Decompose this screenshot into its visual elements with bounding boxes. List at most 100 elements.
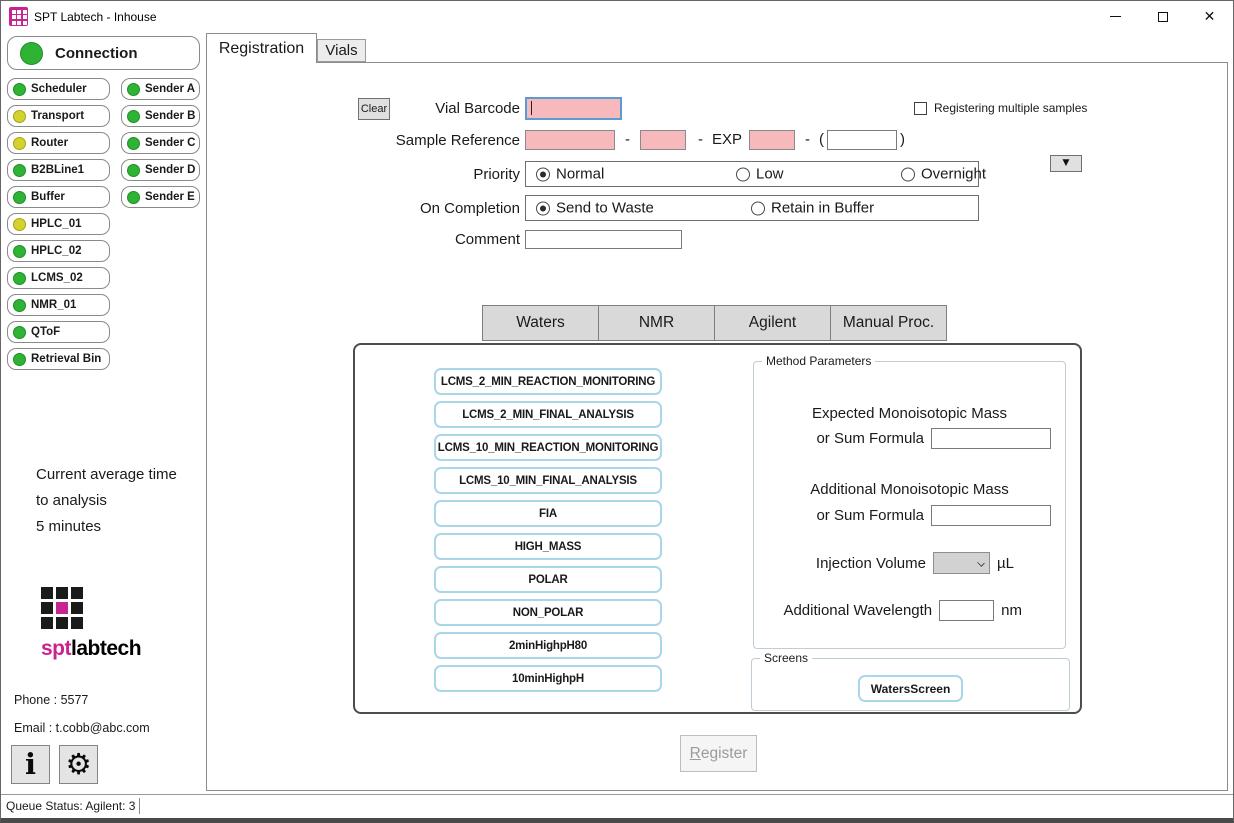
sender-sender-e[interactable]: Sender E	[121, 186, 200, 208]
sender-sender-c[interactable]: Sender C	[121, 132, 200, 154]
connection-status-dot	[20, 41, 43, 65]
radio-label: Normal	[556, 165, 605, 183]
status-dot	[13, 325, 26, 339]
status-dot	[127, 109, 140, 123]
info-button[interactable]: ℹ	[11, 745, 50, 784]
status-dot	[13, 109, 26, 123]
method-button-non-polar[interactable]: NON_POLAR	[434, 599, 662, 626]
radio-icon	[751, 201, 765, 215]
additional-mass-input[interactable]	[931, 505, 1051, 526]
pill-label: Scheduler	[31, 83, 87, 95]
sender-sender-a[interactable]: Sender A	[121, 78, 200, 100]
device-retrieval-bin[interactable]: Retrieval Bin	[7, 348, 110, 370]
vial-barcode-label: Vial Barcode	[435, 100, 520, 117]
pill-label: Transport	[31, 110, 85, 122]
pill-label: B2BLine1	[31, 164, 85, 176]
on-completion-option-retain-in-buffer[interactable]: Retain in Buffer	[751, 200, 874, 217]
method-button-lcms-2-min-final-analysis[interactable]: LCMS_2_MIN_FINAL_ANALYSIS	[434, 401, 662, 428]
sample-reference-row: - - EXP - ( )	[525, 129, 905, 150]
device-nmr-01[interactable]: NMR_01	[7, 294, 110, 316]
status-dot	[13, 163, 26, 177]
paren-open-text: (	[819, 131, 825, 148]
method-parameters-legend: Method Parameters	[762, 354, 876, 368]
device-scheduler[interactable]: Scheduler	[7, 78, 110, 100]
pill-label: NMR_01	[31, 299, 77, 311]
priority-option-overnight[interactable]: Overnight	[901, 166, 986, 183]
injection-volume-select[interactable]	[933, 552, 990, 574]
screens-legend: Screens	[760, 651, 813, 665]
sample-ref-suffix-input[interactable]	[827, 129, 898, 150]
device-transport[interactable]: Transport	[7, 105, 110, 127]
logo-text: sptlabtech	[41, 637, 142, 661]
connection-button[interactable]: Connection	[7, 36, 200, 70]
method-button-lcms-10-min-final-analysis[interactable]: LCMS_10_MIN_FINAL_ANALYSIS	[434, 467, 662, 494]
sample-ref-input-1[interactable]	[525, 129, 615, 150]
method-button-lcms-2-min-reaction-monitoring[interactable]: LCMS_2_MIN_REACTION_MONITORING	[434, 368, 662, 395]
comment-input[interactable]	[525, 230, 682, 249]
close-button[interactable]: ✕	[1186, 1, 1233, 32]
priority-label: Priority	[473, 166, 520, 183]
sample-ref-input-2[interactable]	[640, 129, 686, 150]
device-qtof[interactable]: QToF	[7, 321, 110, 343]
pill-label: HPLC_02	[31, 245, 82, 257]
instrument-tab-manual-proc[interactable]: Manual Proc.	[830, 305, 947, 341]
additional-wavelength-input[interactable]	[939, 600, 995, 621]
device-b2bline1[interactable]: B2BLine1	[7, 159, 110, 181]
titlebar: SPT Labtech - Inhouse ✕	[1, 1, 1233, 33]
or-sum-formula-label: or Sum Formula	[816, 430, 924, 447]
minimize-button[interactable]	[1092, 1, 1139, 32]
status-dot	[127, 190, 140, 204]
instrument-tab-waters[interactable]: Waters	[482, 305, 599, 341]
method-button-high-mass[interactable]: HIGH_MASS	[434, 533, 662, 560]
logo-square	[41, 617, 53, 629]
app-icon-cell	[22, 15, 27, 19]
method-button-2minhighph80[interactable]: 2minHighpH80	[434, 632, 662, 659]
screen-button-watersscreen[interactable]: WatersScreen	[857, 675, 964, 702]
method-button-polar[interactable]: POLAR	[434, 566, 662, 593]
device-lcms-02[interactable]: LCMS_02	[7, 267, 110, 289]
priority-group: Normal Low Overnight	[525, 161, 986, 187]
dash-text: -	[805, 131, 811, 148]
priority-option-low[interactable]: Low	[736, 166, 784, 183]
device-buffer[interactable]: Buffer	[7, 186, 110, 208]
vial-barcode-input[interactable]	[525, 97, 622, 120]
app-icon-cell	[17, 15, 21, 19]
method-button-lcms-10-min-reaction-monitoring[interactable]: LCMS_10_MIN_REACTION_MONITORING	[434, 434, 662, 461]
expand-dropdown-button[interactable]: ▼	[1050, 155, 1082, 172]
app-icon-cell	[17, 9, 21, 14]
logo-square	[56, 602, 68, 614]
device-hplc-02[interactable]: HPLC_02	[7, 240, 110, 262]
status-dot	[13, 244, 26, 258]
pill-label: Sender E	[145, 191, 195, 203]
or-sum-formula-label: or Sum Formula	[816, 507, 924, 524]
spt-labtech-logo: sptlabtech	[41, 587, 142, 661]
instrument-tab-nmr[interactable]: NMR	[598, 305, 715, 341]
pill-label: LCMS_02	[31, 272, 83, 284]
registering-multiple-checkbox[interactable]	[914, 102, 927, 115]
expected-mass-input[interactable]	[931, 428, 1051, 449]
clear-button[interactable]: Clear	[358, 98, 390, 120]
method-button-10minhighph[interactable]: 10minHighpH	[434, 665, 662, 692]
method-button-fia[interactable]: FIA	[434, 500, 662, 527]
tab-registration[interactable]: Registration	[206, 33, 317, 63]
pill-label: Retrieval Bin	[31, 353, 102, 365]
average-time-line: to analysis	[36, 492, 107, 509]
settings-button[interactable]: ⚙	[59, 745, 98, 784]
maximize-button[interactable]	[1139, 1, 1186, 32]
instrument-tab-agilent[interactable]: Agilent	[714, 305, 831, 341]
dash-text: -	[625, 131, 630, 148]
device-hplc-01[interactable]: HPLC_01	[7, 213, 110, 235]
status-dot	[127, 136, 140, 150]
sender-sender-b[interactable]: Sender B	[121, 105, 200, 127]
sender-status-list: Sender A Sender B Sender C Sender D Sender E	[121, 78, 200, 208]
on-completion-option-send-to-waste[interactable]: Send to Waste	[536, 200, 654, 217]
logo-square	[71, 602, 83, 614]
sender-sender-d[interactable]: Sender D	[121, 159, 200, 181]
priority-option-normal[interactable]: Normal	[536, 166, 604, 183]
tab-vials[interactable]: Vials	[317, 39, 366, 62]
device-router[interactable]: Router	[7, 132, 110, 154]
sample-ref-exp-input[interactable]	[749, 129, 796, 150]
app-icon-cell	[11, 20, 16, 25]
